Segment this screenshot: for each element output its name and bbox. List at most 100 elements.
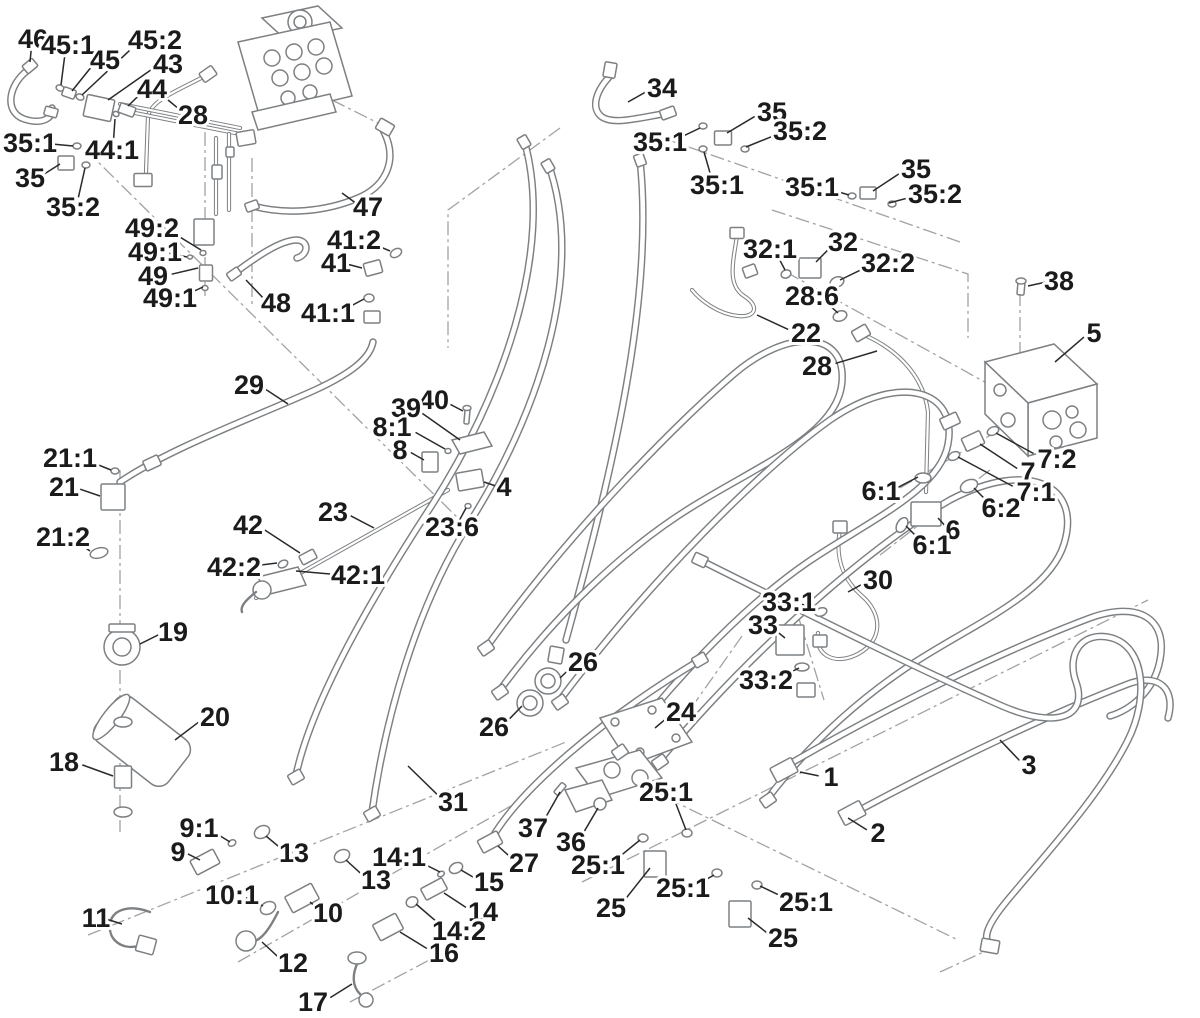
part-wire	[240, 590, 258, 614]
part-fitting	[691, 551, 709, 569]
callout-leader-9:1	[212, 830, 231, 843]
part-washer	[277, 559, 289, 569]
callout-leader-35:2	[745, 134, 776, 148]
callout-label-14: 14	[468, 897, 498, 927]
callout-label-19: 19	[158, 617, 188, 647]
callout-leader-32:1	[776, 253, 786, 271]
callout-label-35:1: 35:1	[785, 172, 839, 202]
callout-leader-37	[543, 791, 561, 821]
callout-label-2: 2	[870, 818, 885, 848]
part-port	[271, 69, 289, 87]
callout-label-25:1: 25:1	[571, 850, 625, 880]
part-fitting	[859, 186, 877, 200]
part-washer	[681, 828, 693, 838]
callout-leader-24	[654, 715, 670, 729]
part-port	[112, 637, 132, 657]
part-fitting	[476, 830, 504, 854]
callout-label-49: 49	[138, 261, 168, 291]
callout-leader-10:1	[245, 897, 264, 907]
part-port	[307, 38, 325, 56]
hose-path-inner	[483, 338, 845, 693]
part-fitting	[142, 454, 162, 472]
callout-leader-10	[309, 901, 321, 911]
tube-path	[859, 331, 931, 495]
callout-label-23: 23	[318, 497, 348, 527]
callout-leader-45:1	[60, 54, 66, 86]
callout-leader-47	[341, 192, 357, 205]
callout-leader-26	[506, 705, 523, 723]
callout-label-41: 41	[321, 248, 351, 278]
hose-path-inner	[489, 657, 703, 841]
part-port	[293, 63, 311, 81]
part-fitting	[108, 623, 136, 633]
hose-path-inner	[293, 137, 536, 778]
part-washer	[814, 606, 828, 618]
part-washer	[448, 861, 464, 875]
part-washer	[637, 833, 649, 843]
callout-label-33:2: 33:2	[739, 665, 793, 695]
hose-path	[562, 156, 647, 644]
callout-label-35:2: 35:2	[908, 179, 962, 209]
callout-leader-35:1	[677, 127, 701, 140]
callout-leader-41:1	[343, 298, 365, 311]
callout-label-44:1: 44:1	[85, 135, 139, 165]
callout-label-33:1: 33:1	[762, 587, 816, 617]
part-port	[1042, 410, 1062, 430]
part-fitting	[658, 105, 678, 121]
callout-label-49:1: 49:1	[128, 237, 182, 267]
callout-leader-26	[559, 665, 574, 679]
phantom-centerline	[621, 775, 959, 941]
callout-leader-42:2	[253, 562, 278, 567]
tube-path-inner	[860, 332, 930, 494]
part-port	[252, 580, 272, 600]
callout-label-39: 39	[391, 393, 421, 423]
callout-label-10:1: 10:1	[205, 880, 259, 910]
callout-label-16: 16	[429, 938, 459, 968]
callout-leader-6:1	[905, 525, 921, 541]
callout-leader-2	[847, 817, 868, 831]
callout-label-21:2: 21:2	[36, 522, 90, 552]
callout-leader-21:2	[74, 539, 91, 552]
part-washer	[112, 110, 120, 118]
callout-label-42:1: 42:1	[331, 560, 385, 590]
callout-label-27: 27	[509, 848, 539, 878]
callout-leader-5	[1054, 336, 1085, 363]
part-fitting	[362, 259, 384, 277]
part-fitting	[225, 146, 235, 158]
callout-leader-35:1	[828, 188, 850, 196]
callout-leader-7:1	[957, 456, 1014, 487]
callout-leader-23:6	[457, 507, 467, 523]
phantom-centerline	[581, 599, 1149, 883]
callout-leader-45:2	[81, 50, 130, 96]
part-wire	[352, 960, 362, 996]
phantom-centerline	[447, 127, 561, 348]
callout-leader-32	[815, 246, 832, 263]
part-fitting	[225, 266, 243, 282]
phantom-centerline	[771, 209, 969, 338]
callout-label-25:1: 25:1	[779, 887, 833, 917]
part-fitting	[57, 155, 75, 171]
callout-leader-25:1	[696, 874, 715, 886]
part-washer	[89, 546, 109, 560]
callout-leader-15	[460, 869, 477, 880]
part-fitting	[235, 129, 257, 147]
callout-label-4: 4	[496, 472, 511, 502]
part-fitting	[910, 501, 942, 527]
part-washer	[947, 450, 961, 462]
callout-leader-40	[446, 402, 464, 412]
callout-leader-25	[623, 867, 651, 901]
part-washer	[110, 467, 120, 475]
part-port	[647, 705, 657, 715]
part-fitting	[979, 937, 1001, 955]
callout-label-15: 15	[474, 867, 504, 897]
callout-leader-25:1	[674, 801, 687, 831]
hose-path-inner	[233, 237, 309, 275]
part-fitting	[650, 753, 670, 771]
callout-label-42: 42	[233, 510, 263, 540]
part-fitting	[758, 791, 778, 809]
part-port	[1000, 412, 1016, 428]
callout-leader-22	[756, 314, 789, 331]
part-fitting	[690, 651, 710, 669]
part-washer	[259, 900, 277, 916]
